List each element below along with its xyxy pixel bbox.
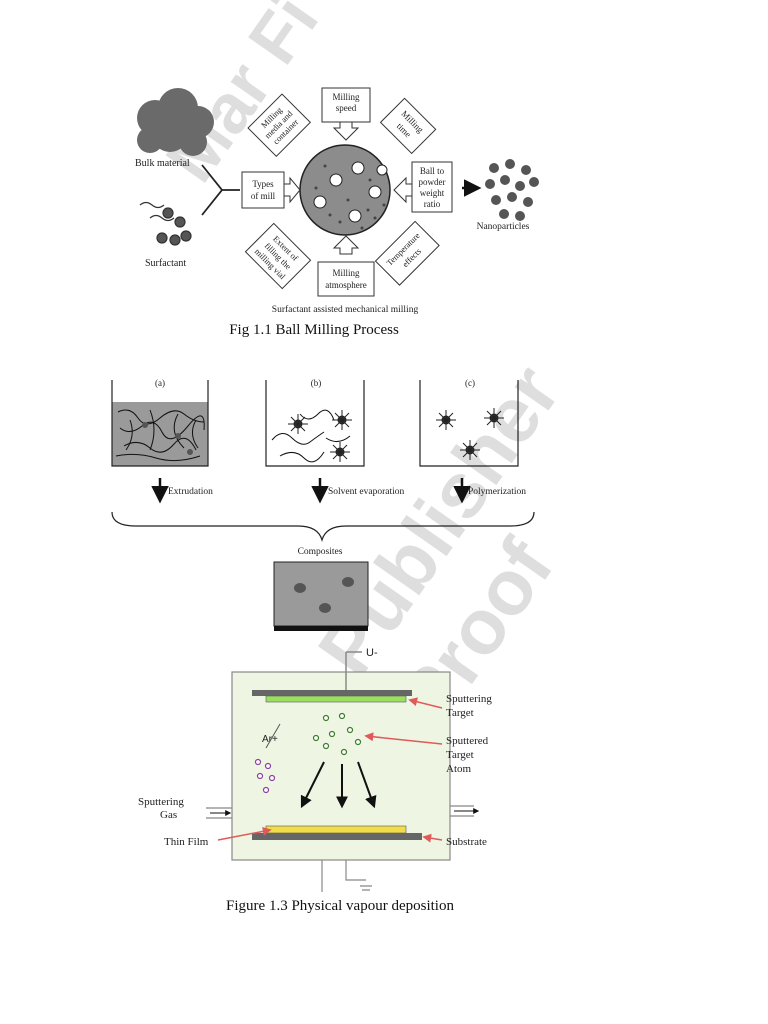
ball-milling-diagram: Bulk material Surfactant	[135, 87, 539, 315]
panel-c-label: (c)	[465, 378, 475, 388]
label-pointers	[217, 697, 443, 843]
sputtering-target-label-1: Sputtering	[446, 693, 492, 705]
ground-lead	[321, 860, 372, 892]
gas-inlet-pipe	[206, 807, 232, 819]
voltage-label: U-	[366, 647, 378, 659]
surfactant-label: Surfactant	[145, 258, 186, 269]
factor-milling-speed: Milling speed	[321, 87, 371, 141]
panel-a-beaker	[111, 380, 209, 467]
deposition-arrows	[300, 761, 377, 809]
sputtering-gas-label-1: Sputtering	[138, 796, 184, 808]
figure1-caption: Fig 1.1 Ball Milling Process	[229, 322, 399, 338]
svg-text:of mill: of mill	[251, 191, 276, 201]
svg-text:speed: speed	[336, 103, 357, 113]
nanoparticles-icon	[485, 159, 539, 221]
factor-types-of-mill: Types of mill	[241, 171, 301, 209]
input-join-line	[201, 164, 240, 216]
factor-milling-time: Milling time	[379, 97, 437, 155]
factor-milling-atmosphere: Milling atmosphere	[317, 235, 375, 297]
factor-milling-media: Milling media and container	[247, 93, 311, 157]
bulk-material-icon	[137, 88, 214, 156]
substrate-label: Substrate	[446, 836, 487, 848]
factor-extent-of-filling: Extent of filling the milling vial	[244, 222, 312, 290]
panel-b-label: (b)	[311, 378, 322, 388]
mill-drum	[299, 144, 391, 236]
sputtered-atom-label-2: Target	[446, 749, 474, 761]
thin-film-label: Thin Film	[164, 836, 209, 848]
factor-temperature-effects: Temperature effects	[374, 220, 440, 286]
panel-c-beaker	[419, 380, 519, 467]
sputtering-target-label-2: Target	[446, 707, 474, 719]
substrate-plate	[252, 833, 422, 840]
sputtering-target-material	[265, 695, 407, 703]
method-polymerization: Polymerization	[468, 487, 526, 497]
svg-text:Milling: Milling	[332, 268, 360, 278]
nanoparticles-label: Nanoparticles	[477, 222, 530, 232]
svg-text:ratio: ratio	[424, 199, 441, 209]
combining-brace	[111, 511, 535, 543]
star-cluster	[288, 410, 352, 462]
svg-text:weight: weight	[420, 188, 445, 198]
gas-outlet-pipe	[450, 805, 480, 817]
method-extrudation: Extrudation	[168, 487, 213, 497]
argon-ions	[254, 758, 276, 794]
svg-text:powder: powder	[419, 177, 446, 187]
composites-label: Composites	[298, 547, 343, 557]
sputtered-atoms	[312, 712, 362, 756]
composite-block	[273, 561, 369, 631]
svg-text:Milling: Milling	[332, 92, 360, 102]
svg-text:Ball to: Ball to	[420, 166, 445, 176]
panel-a-label: (a)	[155, 378, 165, 388]
milling-method-label: Surfactant assisted mechanical milling	[272, 304, 419, 315]
bulk-material-label: Bulk material	[135, 158, 190, 169]
pvd-diagram: U- Ar+	[138, 647, 492, 892]
sputtering-gas-label-2: Gas	[160, 809, 177, 821]
method-solvent-evaporation: Solvent evaporation	[328, 487, 404, 497]
surfactant-icon	[139, 201, 192, 246]
svg-text:Types: Types	[252, 179, 274, 189]
composite-preparation-diagram: (a) Extrudation (b)	[111, 378, 535, 631]
sputtered-atom-label-1: Sputtered	[446, 735, 489, 747]
argon-label: Ar+	[262, 734, 278, 745]
sputtered-atom-label-3: Atom	[446, 763, 472, 775]
thin-film-layer	[265, 825, 407, 834]
sputtering-target-plate	[252, 690, 412, 696]
panel-b-beaker	[265, 380, 365, 467]
svg-text:atmosphere: atmosphere	[325, 280, 366, 290]
figure3-caption: Figure 1.3 Physical vapour deposition	[226, 898, 454, 914]
factor-ball-to-powder-ratio: Ball to powder weight ratio	[393, 161, 453, 213]
